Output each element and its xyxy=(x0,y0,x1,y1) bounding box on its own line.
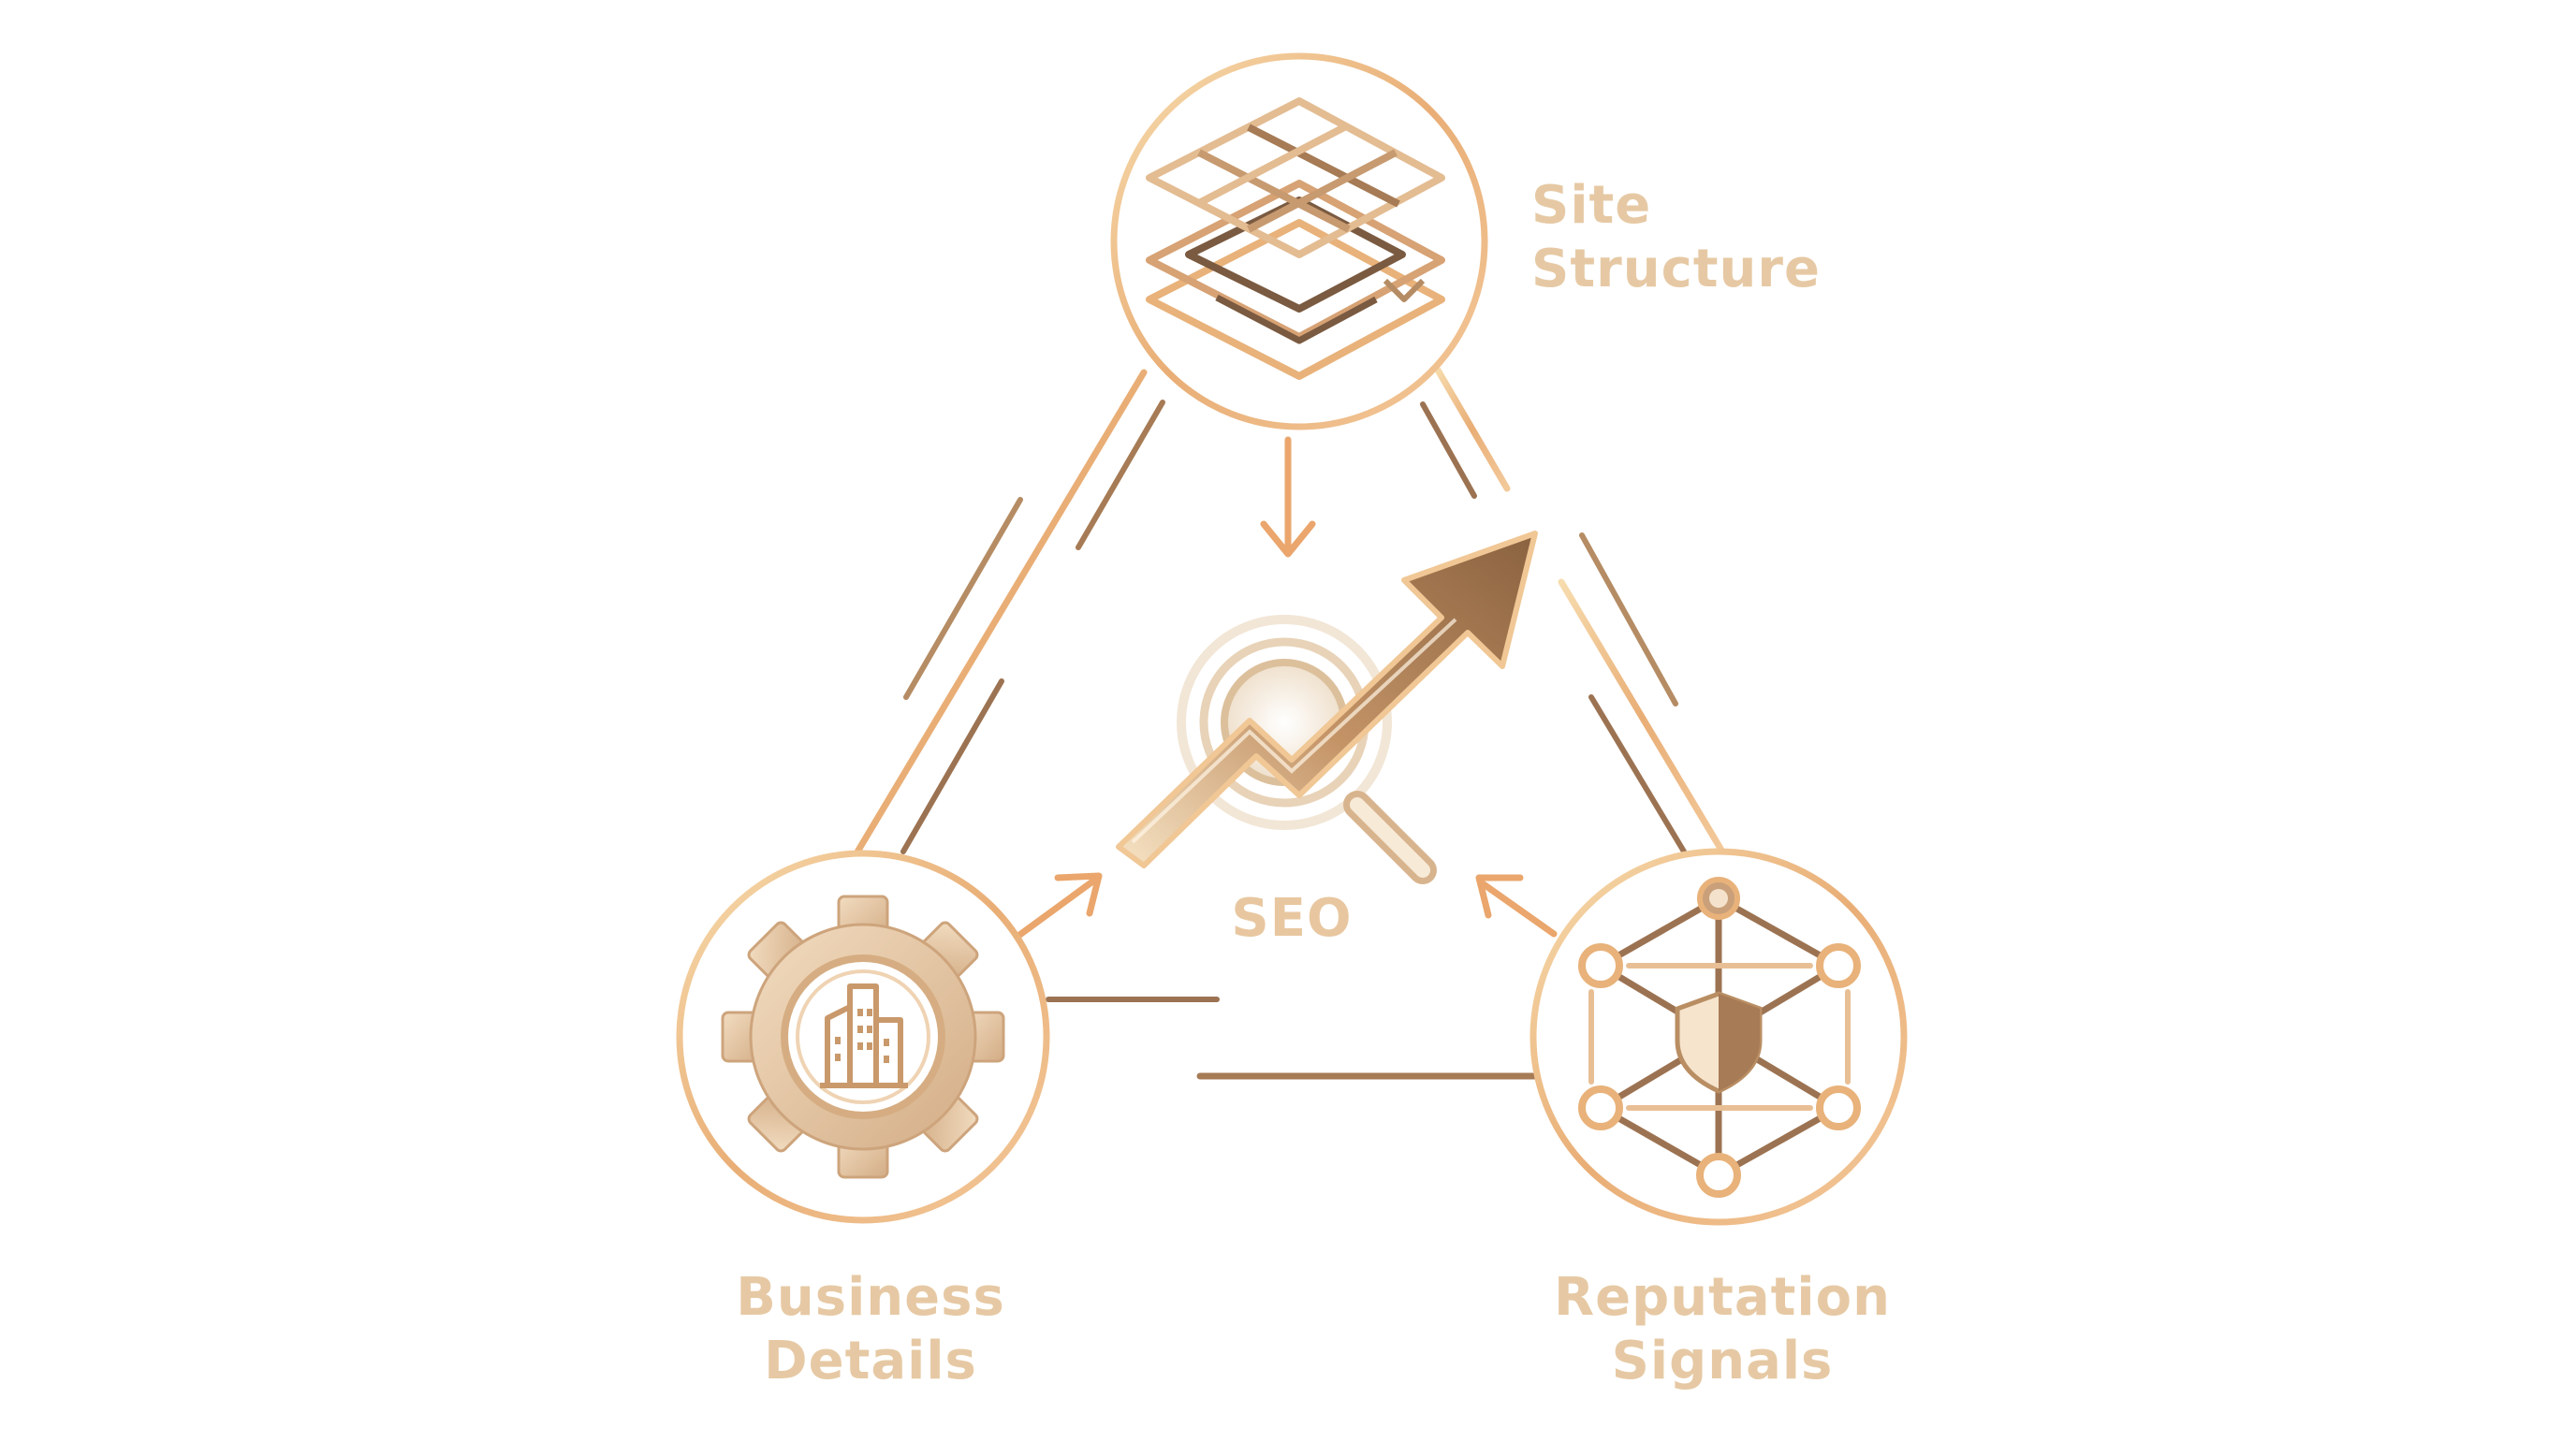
flow-arrows xyxy=(1015,436,1558,939)
gear-building-icon xyxy=(721,895,1005,1179)
reputation-signals-label: Reputation Signals xyxy=(1535,1266,1910,1393)
node-reputation-signals xyxy=(1530,848,1908,1226)
node-business-details xyxy=(676,850,1050,1224)
layered-grid-icon xyxy=(1146,97,1445,380)
reputation-signals-label-line2: Signals xyxy=(1611,1331,1834,1391)
edge-left-inner xyxy=(1076,400,1165,550)
site-structure-label: Site Structure xyxy=(1531,174,1821,301)
edge-right-outer xyxy=(1432,363,1511,492)
business-details-label: Business Details xyxy=(702,1266,1039,1393)
arrow-from-top xyxy=(1260,436,1316,558)
seo-center-label: SEO xyxy=(1231,888,1353,949)
business-details-label-line1: Business xyxy=(736,1267,1005,1328)
site-structure-label-line2: Structure xyxy=(1531,239,1822,299)
arrow-from-right xyxy=(1475,874,1558,938)
network-shield-icon xyxy=(1578,877,1861,1198)
edge-left-dash-2 xyxy=(900,678,1004,854)
reputation-signals-label-line1: Reputation xyxy=(1554,1267,1891,1328)
magnifier-growth-arrow-icon xyxy=(1116,531,1538,884)
site-structure-label-line1: Site xyxy=(1531,175,1652,236)
arrow-from-left xyxy=(1015,872,1103,939)
edge-right-lower-outer xyxy=(1558,578,1726,855)
edge-right-dash xyxy=(1579,532,1678,706)
node-site-structure xyxy=(1110,52,1488,430)
edge-right-lower-inner xyxy=(1588,694,1692,864)
edge-left-dash-1 xyxy=(903,497,1023,700)
edge-left-outer xyxy=(853,369,1148,857)
business-details-label-line2: Details xyxy=(764,1331,977,1391)
triangle-edges xyxy=(853,363,1726,1080)
edge-right-inner xyxy=(1420,401,1477,499)
